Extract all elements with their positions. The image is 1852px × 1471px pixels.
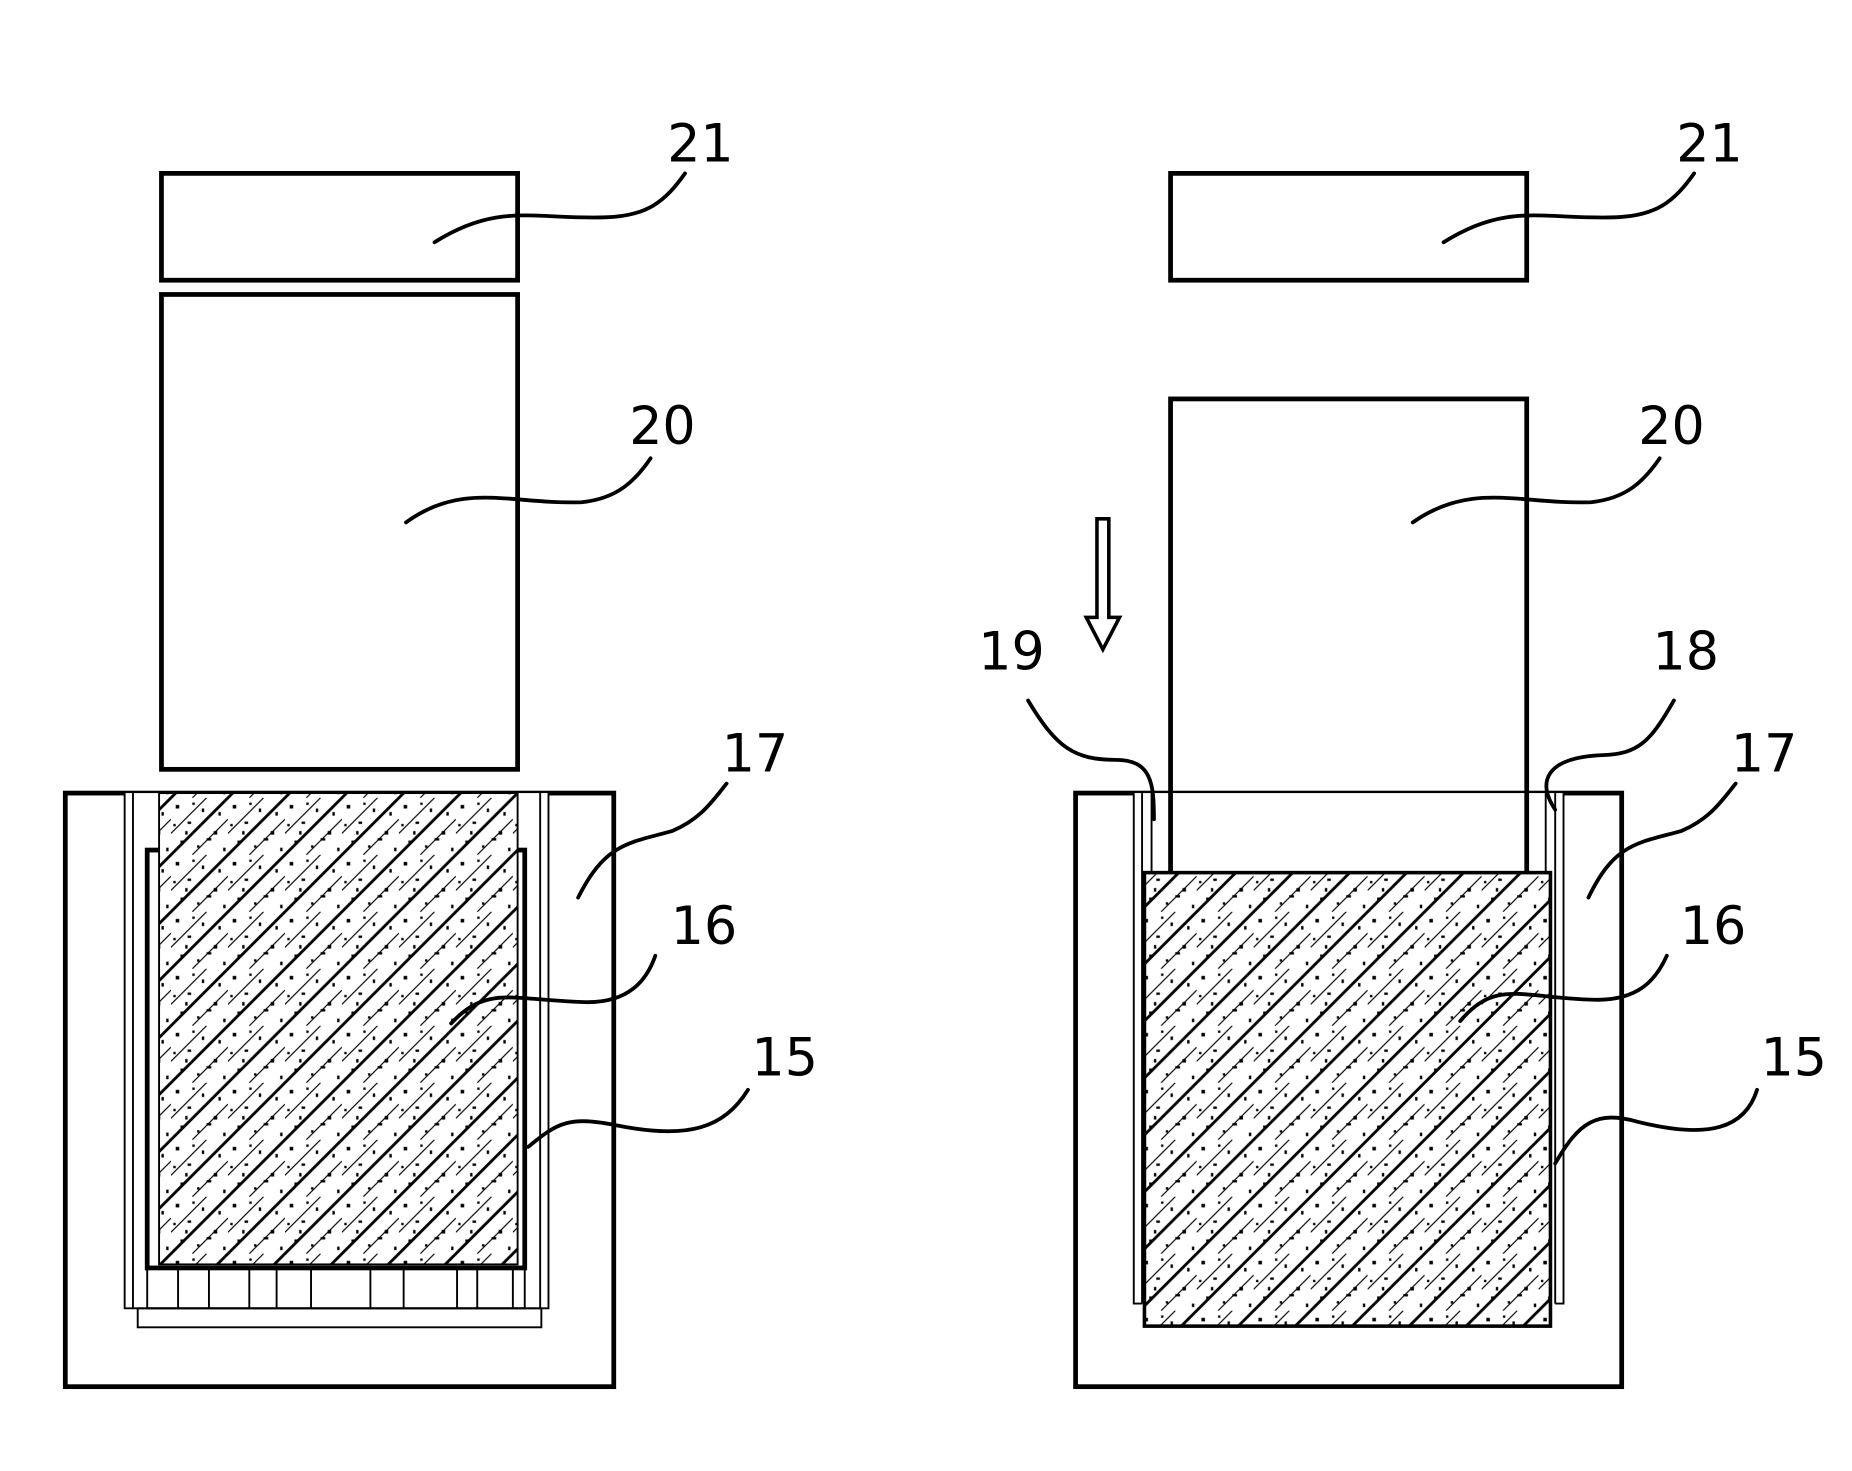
label-17: 17 xyxy=(722,725,788,785)
label-21: 21 xyxy=(667,114,733,174)
label-18: 18 xyxy=(1653,623,1719,683)
powder-fill xyxy=(158,792,519,1266)
label-17: 17 xyxy=(1731,725,1797,785)
down-arrow-icon xyxy=(1083,517,1123,654)
right-view: 21 20 19 18 17 16 15 xyxy=(978,114,1827,1390)
label-19: 19 xyxy=(978,623,1044,683)
label-20: 20 xyxy=(1638,397,1704,457)
label-20: 20 xyxy=(629,397,695,457)
powder-fill xyxy=(1142,870,1553,1328)
label-16: 16 xyxy=(671,897,737,957)
label-21: 21 xyxy=(1676,114,1742,174)
cover-plate xyxy=(159,170,520,283)
label-16: 16 xyxy=(1680,897,1746,957)
cover-plate xyxy=(1168,170,1530,283)
label-15: 15 xyxy=(751,1029,817,1089)
left-view: 21 20 17 16 15 xyxy=(62,114,818,1390)
press-block xyxy=(159,292,520,772)
label-15: 15 xyxy=(1761,1029,1827,1089)
